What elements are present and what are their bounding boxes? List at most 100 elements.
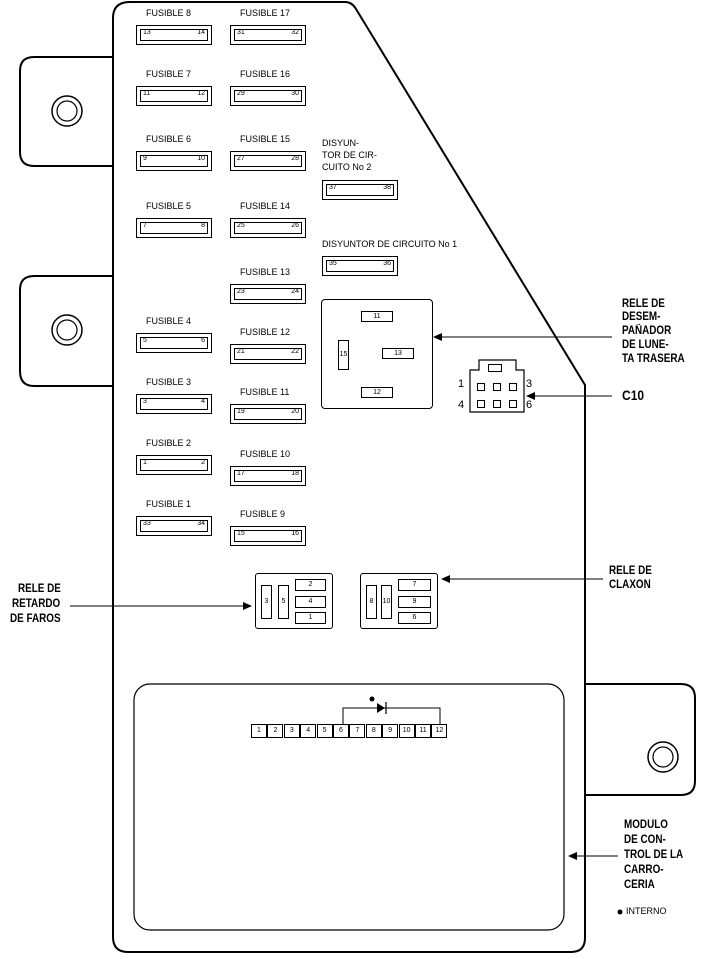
defogger-relay-label-5: TA TRASERA [622,353,685,365]
c10-pin-label-3: 3 [526,378,533,390]
fuse-pin: 34 [197,520,205,527]
fuse-pin: 26 [291,222,299,229]
fuse-label: FUSIBLE 12 [240,327,291,337]
relay-pin-5: 5 [278,585,289,619]
c10-pin-label-1: 1 [458,378,465,390]
c10-label: C10 [622,387,645,403]
fuse-pin: 3 [143,398,147,405]
module-label-4: CARRO- [624,864,664,876]
relay-pin-13: 13 [382,348,414,359]
fuse-label: FUSIBLE 2 [146,438,192,448]
headlamp-relay-label-1: RELE DE [18,583,61,595]
fuse-label: FUSIBLE 14 [240,201,291,211]
fuse-pin: 8 [201,222,205,229]
fuse-label: FUSIBLE 16 [240,69,291,79]
relay-pin-1: 1 [295,612,326,624]
relay-pin-4: 4 [295,596,326,608]
module-connector-pin: 12 [431,724,448,738]
fuse-pin: 28 [291,155,299,162]
fuse-pin: 31 [237,29,245,36]
fuse-pin: 33 [143,520,151,527]
module-connector-pin: 3 [283,724,300,738]
fuse-pin: 18 [291,470,299,477]
module-connector-pin: 4 [300,724,317,738]
relay-pin-8: 8 [366,585,377,619]
breaker-2-label-line2: TOR DE CIR- [322,150,377,160]
module-connector-pin: 8 [365,724,382,738]
fuse-pin: 12 [197,90,205,97]
fuse-pin: 14 [197,29,205,36]
fuse-pin: 6 [201,337,205,344]
fuse-label: FUSIBLE 10 [240,449,291,459]
defogger-relay-label-4: DE LUNE- [622,339,669,351]
module-label-1: MODULO [624,819,668,831]
fuse-label: FUSIBLE 4 [146,316,192,326]
fuse-label: FUSIBLE 3 [146,377,192,387]
relay-pin-11: 11 [361,311,393,322]
c10-pin [477,383,485,391]
relay-pin-12: 12 [361,387,393,398]
headlamp-relay-label-3: DE FAROS [10,613,61,625]
defogger-relay-label-3: PAÑADOR [622,325,672,337]
fuse-pin: 24 [291,288,299,295]
module-label-5: CERIA [624,879,655,891]
relay-pin-7: 7 [398,579,431,591]
fuse-slot: 25 26 [230,218,306,238]
horn-relay-label-2: CLAXON [609,579,651,591]
headlamp-delay-relay [255,573,333,629]
defogger-relay-label-1: RELE DE [622,298,665,310]
fuse-pin: 32 [291,29,299,36]
defogger-relay-label-2: DESEM- [622,311,661,323]
fuse-label: FUSIBLE 13 [240,267,291,277]
fuse-label: FUSIBLE 6 [146,134,192,144]
c10-pin [493,400,501,408]
relay-pin-6: 6 [398,612,431,624]
relay-pin-10: 10 [381,585,392,619]
module-label-3: TROL DE LA [624,849,684,861]
breaker-2: 37 38 [322,180,398,200]
fuse-slot: 33 34 [136,516,212,536]
c10-pin [509,383,517,391]
fuse-slot: 11 12 [136,86,212,106]
fuse-pin: 22 [291,348,299,355]
c10-pin-label-6: 6 [526,399,533,411]
fuse-label: FUSIBLE 9 [240,509,286,519]
module-connector-pin: 9 [382,724,399,738]
module-connector-pin: 11 [415,724,431,738]
module-connector-pin: 6 [333,724,349,738]
rear-defogger-relay [321,299,433,409]
headlamp-relay-label-2: RETARDO [12,598,61,610]
horn-relay-label-1: RELE DE [609,565,652,577]
fuse-pin: 7 [143,222,147,229]
c10-pin-label-4: 4 [458,399,465,411]
fuse-pin: 11 [143,90,151,97]
breaker-2-label-line1: DISYUN- [322,138,360,148]
fuse-label: FUSIBLE 17 [240,8,291,18]
fuse-pin: 20 [291,408,299,415]
fuse-pin: 9 [143,155,147,162]
relay-pin-15: 15 [338,340,349,370]
breaker-1-label: DISYUNTOR DE CIRCUITO No 1 [322,239,458,249]
fuse-slot: 23 24 [230,284,306,304]
breaker-1: 35 36 [322,256,398,276]
fuse-label: FUSIBLE 7 [146,69,192,79]
fuse-label: FUSIBLE 1 [146,499,192,509]
fuse-pin: 30 [291,90,299,97]
fuse-pin: 15 [237,530,245,537]
fuse-pin: 25 [237,222,245,229]
c10-pin [509,400,517,408]
fuse-pin: 23 [237,288,245,295]
module-connector-pin: 7 [349,724,366,738]
fuse-pin: 16 [291,530,299,537]
